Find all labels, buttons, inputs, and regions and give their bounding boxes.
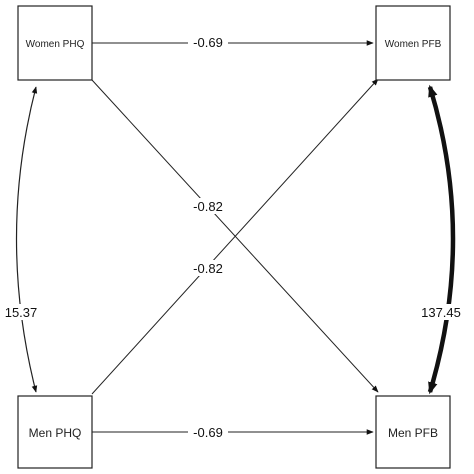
node-women-pfb-label: Women PFB [385, 39, 442, 50]
label-women-phq-to-men-pfb: -0.82 [193, 199, 223, 214]
node-men-pfb [375, 395, 451, 469]
label-pfb-covariance: 137.45 [421, 305, 461, 320]
node-women-phq [17, 5, 93, 81]
path-men-phq-to-women-pfb [91, 78, 379, 395]
label-men-phq-to-men-pfb: -0.69 [193, 425, 223, 440]
label-men-phq-to-women-pfb: -0.82 [193, 261, 223, 276]
node-men-phq [17, 395, 93, 469]
node-women-phq-label: Women PHQ [26, 39, 85, 50]
covariance-phq-curve [15, 86, 38, 393]
label-phq-covariance: 15.37 [5, 305, 38, 320]
covariance-pfb-curve [427, 84, 456, 395]
node-women-pfb [375, 5, 451, 81]
node-men-phq-label: Men PHQ [29, 426, 82, 440]
label-women-phq-to-women-pfb: -0.69 [193, 35, 223, 50]
node-men-pfb-label: Men PFB [388, 426, 438, 440]
